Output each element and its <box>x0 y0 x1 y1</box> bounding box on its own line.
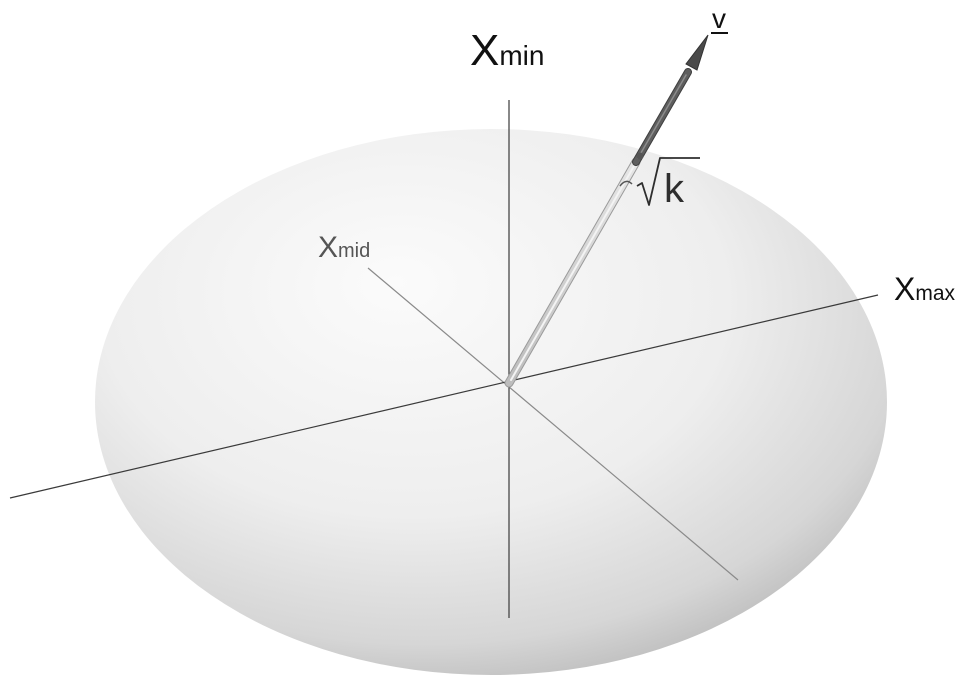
sqrt-k-label: k <box>636 157 700 211</box>
small-arc-marker <box>619 180 633 187</box>
vector-label: v <box>712 3 726 34</box>
svg-text:k: k <box>664 167 685 211</box>
vector-arrowhead <box>685 34 709 71</box>
radical-sign <box>636 157 700 206</box>
x-mid-label: Xmid <box>318 231 370 264</box>
x-min-label: Xmin <box>470 26 544 75</box>
x-max-label: Xmax <box>894 271 956 307</box>
inner-vector <box>504 157 641 388</box>
outer-vector <box>632 34 709 166</box>
ellipsoid <box>95 129 887 675</box>
x-max-axis <box>9 294 879 499</box>
surface-point <box>636 152 644 160</box>
x-mid-axis <box>367 267 739 581</box>
